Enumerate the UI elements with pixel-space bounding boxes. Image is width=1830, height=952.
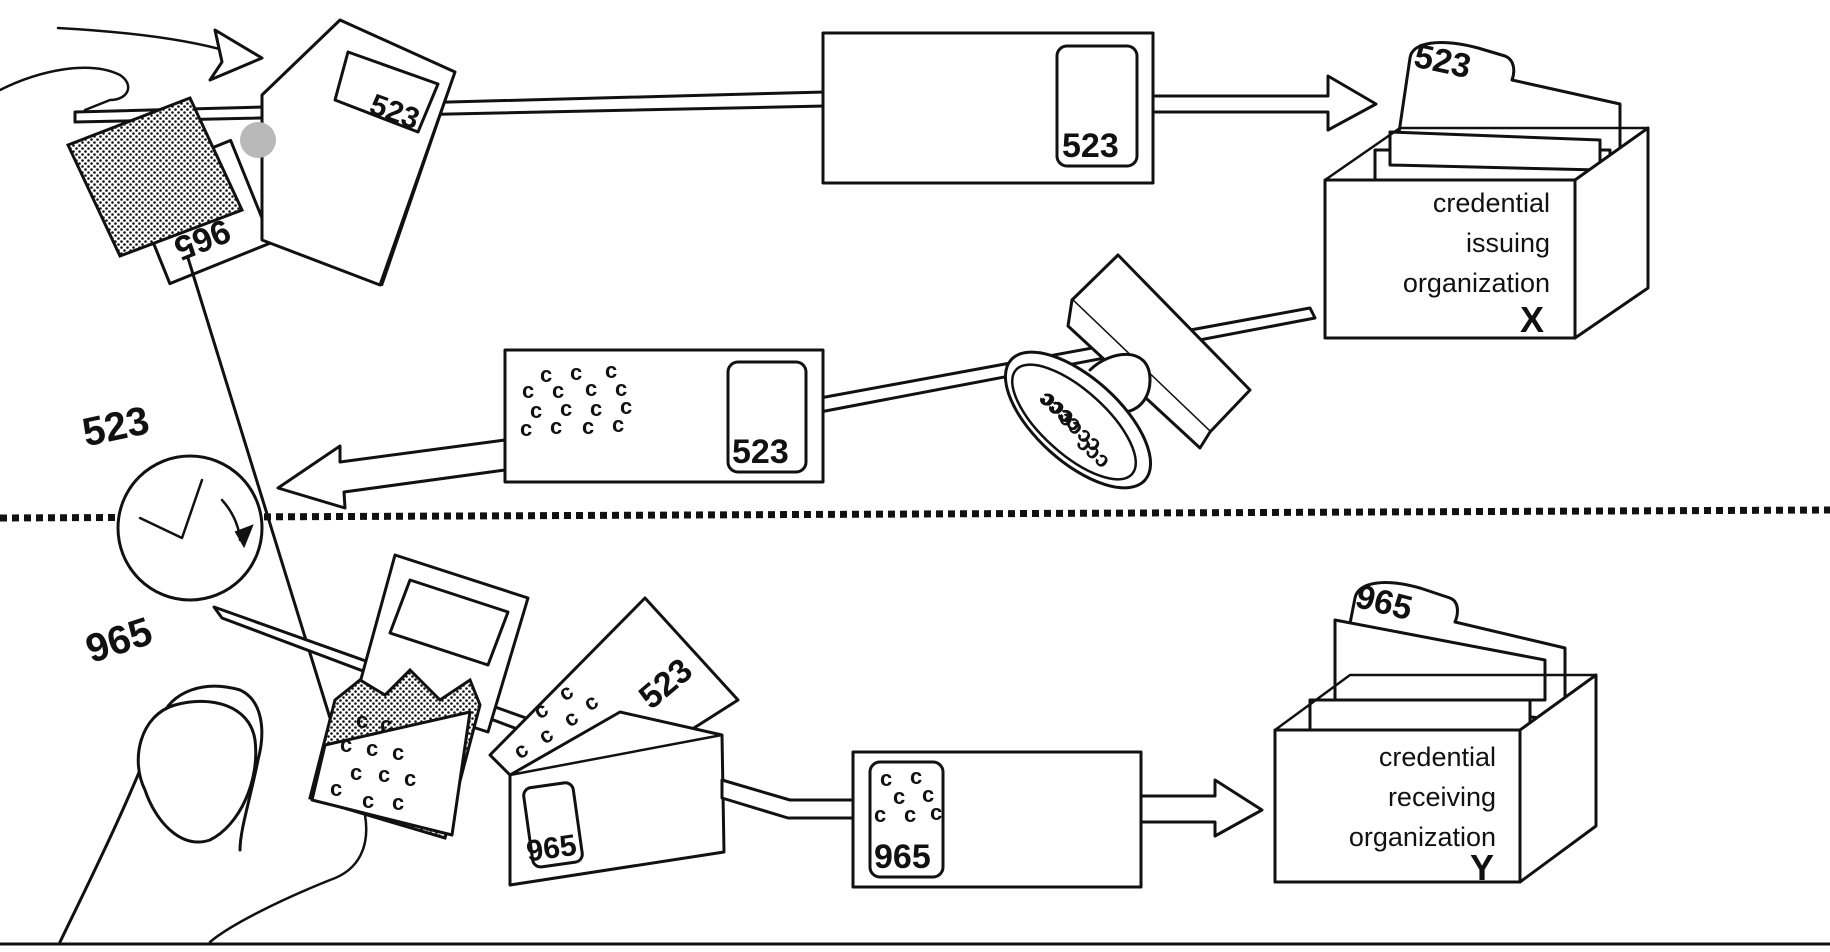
receiving-org-label-2: receiving [1388, 782, 1496, 812]
svg-text:c: c [362, 788, 374, 813]
svg-text:c: c [910, 764, 922, 789]
signed-envelope-number: 523 [732, 433, 789, 471]
clock [116, 454, 264, 602]
clock-label-bottom: 965 [81, 609, 158, 671]
svg-text:c: c [893, 784, 905, 809]
dotted-divider [0, 506, 1830, 522]
bottom-wallet-number: 965 [524, 829, 578, 869]
svg-text:c: c [550, 414, 562, 439]
receiving-org-label-1: credential [1379, 742, 1496, 772]
svg-text:c: c [922, 782, 934, 807]
svg-text:c: c [590, 396, 602, 421]
svg-text:c: c [880, 766, 892, 791]
torn-stamped-card: c c c c c c c c c c c [308, 667, 482, 840]
svg-text:c: c [560, 396, 572, 421]
svg-text:c: c [366, 736, 378, 761]
rubber-stamp: ɔɔɔ ɔɔɔɔ ɔɔɔɔ ɔɔɔ [1003, 253, 1252, 490]
svg-text:c: c [540, 362, 552, 387]
svg-text:c: c [392, 740, 404, 765]
svg-text:c: c [615, 376, 627, 401]
top-wallet: 523 [260, 18, 457, 287]
svg-text:c: c [522, 378, 534, 403]
svg-text:c: c [520, 416, 532, 441]
svg-text:c: c [530, 398, 542, 423]
svg-text:c: c [340, 732, 352, 757]
issuing-org-label-1: credential [1433, 188, 1550, 218]
svg-text:c: c [380, 712, 392, 737]
svg-text:c: c [582, 414, 594, 439]
bottom-envelope-stamps: c c c c c c c [874, 764, 942, 827]
hand-bottom [58, 684, 368, 944]
svg-text:c: c [874, 802, 886, 827]
svg-text:c: c [585, 376, 597, 401]
svg-text:c: c [350, 760, 362, 785]
issuing-org-filebox: 523 credential issuing organization X [1323, 37, 1650, 340]
pointer-dot [240, 122, 276, 158]
svg-text:c: c [570, 360, 582, 385]
incoming-arrow [56, 26, 264, 82]
issuing-org-label-3: organization [1403, 268, 1550, 298]
bottom-envelope: 965 c c c c c c c [851, 750, 1143, 889]
receiving-org-label-3: organization [1349, 822, 1496, 852]
arrow-to-issuing-org [1151, 74, 1378, 132]
top-envelope: 523 [821, 31, 1155, 185]
top-envelope-number: 523 [1062, 127, 1119, 165]
issuing-org-letter: X [1520, 299, 1544, 340]
bottom-envelope-number: 965 [874, 838, 931, 876]
signed-envelope: 523 c c c c c c c c c c c c c c c [503, 348, 825, 484]
hand-top [0, 66, 130, 112]
svg-text:c: c [356, 708, 368, 733]
receiving-org-letter: Y [1470, 847, 1494, 888]
thumbnail [136, 699, 258, 844]
svg-text:c: c [904, 802, 916, 827]
svg-text:c: c [404, 766, 416, 791]
issuing-org-label-2: issuing [1466, 228, 1550, 258]
signed-envelope-stamps: c c c c c c c c c c c c c c c [520, 358, 632, 441]
svg-text:c: c [605, 358, 617, 383]
wallet-to-envelope-connector [720, 778, 857, 820]
svg-text:c: c [620, 394, 632, 419]
svg-text:c: c [392, 790, 404, 815]
receiving-org-filebox: 965 credential receiving organization Y [1273, 577, 1598, 888]
svg-text:c: c [378, 762, 390, 787]
svg-text:c: c [330, 776, 342, 801]
arrow-to-receiving-org [1139, 778, 1264, 838]
top-dotted-stamp [65, 96, 245, 258]
torn-card-stamps: c c c c c c c c c c c [330, 708, 416, 815]
svg-text:c: c [552, 378, 564, 403]
clock-label-top: 523 [79, 398, 153, 455]
svg-text:c: c [612, 412, 624, 437]
svg-text:c: c [930, 800, 942, 825]
